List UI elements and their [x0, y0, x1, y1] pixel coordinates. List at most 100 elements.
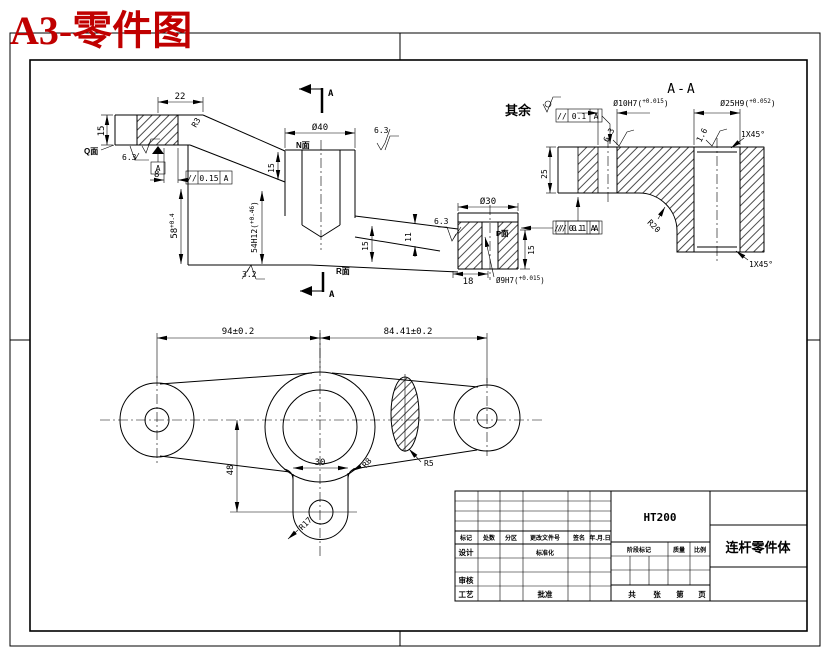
tol-datum: A — [594, 112, 599, 121]
parallelism-frame-3: // 0.1 A — [555, 108, 613, 144]
roughness-q-icon — [141, 138, 160, 154]
right-end-hole — [476, 407, 498, 429]
dim-8: 8 — [154, 170, 159, 180]
dim-r20: R20 — [645, 218, 662, 235]
tol-value: 0.1 — [572, 224, 587, 233]
rev-header-date: 年.月.日 — [589, 534, 610, 542]
n-face-label: N面 — [296, 141, 310, 150]
big-end-bore — [282, 389, 358, 465]
roughness-63-icon — [612, 129, 635, 147]
dim-15-left: 15 — [97, 126, 107, 137]
front-view: 22 15 8 // 0.15 A A 6.3 Q面 — [84, 84, 600, 300]
sheet-page-label: 页 — [698, 590, 706, 599]
sheet-no-label: 第 — [676, 589, 684, 599]
tol-datum: A — [224, 174, 229, 183]
small-end-outer-circle — [119, 382, 195, 458]
material-label: HT200 — [643, 511, 676, 524]
dim-25: 25 — [540, 169, 549, 179]
dim-30-boss: Ø30 — [480, 196, 496, 207]
tol-symbol: // — [557, 224, 567, 233]
section-label: A — [328, 89, 334, 99]
remainder-label: 其余 — [505, 103, 532, 118]
plan-view: 94±0.2 84.41±0.2 48 30 R8 R5 R17 — [100, 327, 543, 556]
sheet-total-label: 共 — [628, 589, 636, 599]
roughness-n-icon — [376, 128, 399, 151]
tol-symbol: // — [187, 174, 197, 183]
rev-header-mark: 标记 — [459, 534, 472, 542]
dim-30: 30 — [315, 458, 326, 468]
tol-datum: A — [594, 224, 599, 233]
aa-hatch-corner — [616, 146, 695, 253]
p-face-label: P面 — [496, 229, 509, 238]
section-arrow-top: A — [299, 84, 334, 113]
dim-r17: R17 — [297, 515, 314, 532]
dim-18: 18 — [463, 277, 474, 287]
small-end-hole — [144, 407, 170, 433]
section-aa-title: A-A — [667, 82, 696, 97]
roughness-16-icon — [705, 128, 728, 147]
standardization-label: 标准化 — [535, 549, 554, 557]
r-face-label: R面 — [336, 267, 350, 276]
tol-symbol: // — [557, 112, 567, 121]
scale-label: 比例 — [694, 546, 706, 554]
datum-letter: A — [156, 164, 161, 173]
roughness-mark — [129, 145, 149, 161]
dim-40: Ø40 — [312, 122, 328, 133]
rev-header-sign: 签名 — [572, 534, 585, 542]
dim-25h9: Ø25H9(+0.052) — [720, 98, 775, 108]
rev-header-count: 处数 — [482, 534, 496, 542]
roughness-p: 6.3 — [434, 217, 449, 226]
roughness-r: 3.2 — [242, 270, 257, 279]
mass-label: 质量 — [673, 546, 685, 554]
roughness-n: 6.3 — [374, 126, 389, 135]
chamfer-bottom: 1X45° — [749, 260, 773, 269]
dim-48: 48 — [226, 465, 236, 476]
big-end-outer-circle — [264, 371, 376, 483]
parallelism-frame-1: // 0.15 A — [185, 170, 233, 185]
right-end-outer-circle — [453, 384, 521, 452]
dim-r3: R3 — [190, 116, 203, 129]
section-label: A — [329, 290, 335, 300]
tol-value: 0.1 — [569, 224, 584, 233]
roughness-r-icon — [241, 264, 265, 280]
dim-r5: R5 — [424, 459, 434, 468]
dim-58: 58+0.4 — [169, 213, 180, 239]
roughness-p-icon — [438, 226, 462, 242]
rev-header-docno: 更改文件号 — [530, 534, 560, 542]
aa-hatch-left — [577, 146, 599, 194]
title-block: 标记 处数 分区 更改文件号 签名 年.月.日 设计 标准化 审核 工艺 批准 … — [454, 490, 808, 602]
parallelism-frame-4: // 0.1 A — [555, 197, 603, 235]
dim-15-boss: 15 — [267, 163, 276, 173]
aa-hatch-right — [739, 146, 765, 253]
dim-9h7: Ø9H7(+0.015) — [496, 275, 545, 285]
tol-symbol: // — [554, 224, 564, 233]
q-face-label: Q面 — [84, 147, 98, 156]
process-label: 工艺 — [459, 589, 474, 599]
rev-header-zone: 分区 — [505, 534, 517, 542]
section-aa-view: A-A 其余 // 0.1 A — [505, 82, 776, 269]
sheet-unit-label: 张 — [653, 590, 661, 599]
tol-value: 0.1 — [572, 112, 587, 121]
dim-54h12: 54H12(+0.46) — [249, 201, 259, 253]
roughness-q: 6.3 — [122, 153, 137, 162]
check-label: 审核 — [459, 575, 474, 585]
pboss-hatch-right — [498, 222, 518, 269]
tol-datum: A — [591, 224, 596, 233]
sheet-title: A3-零件图 — [10, 8, 192, 53]
chamfer-top: 1X45° — [741, 130, 765, 139]
sheet-frame — [9, 32, 821, 647]
dim-22: 22 — [175, 92, 186, 102]
part-name-label: 连杆零件体 — [725, 540, 791, 555]
section-arrow-bottom: A — [300, 272, 335, 300]
flange-hatch — [137, 115, 178, 145]
design-label: 设计 — [459, 547, 474, 557]
dim-8441: 84.41±0.2 — [384, 327, 433, 337]
approve-label: 批准 — [538, 589, 553, 599]
pboss-hatch-left — [458, 222, 482, 269]
tol-value: 0.15 — [199, 174, 218, 183]
dim-94: 94±0.2 — [222, 327, 255, 337]
dim-15-p: 15 — [527, 245, 536, 255]
dim-15-r: 15 — [361, 241, 370, 251]
dim-11: 11 — [404, 232, 413, 242]
